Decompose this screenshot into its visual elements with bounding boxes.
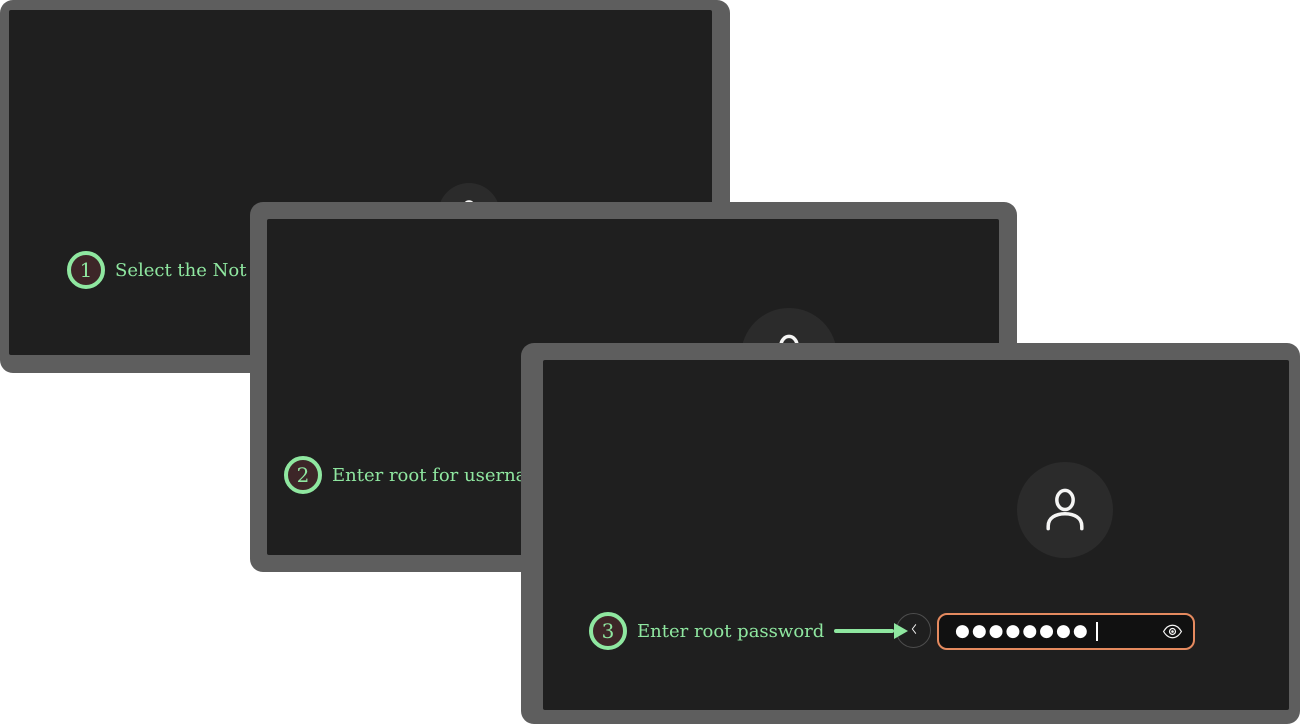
annotation-step-3: 3 Enter root password — [589, 612, 909, 650]
step-number: 1 — [79, 258, 93, 282]
reveal-password-icon[interactable] — [1162, 621, 1183, 642]
chevron-left-icon — [906, 621, 922, 641]
step-number-badge: 2 — [284, 456, 322, 494]
annotation-label: Enter root password — [637, 620, 825, 642]
login-screen-password: ●●●●●●●● 3 Enter root password — [543, 360, 1289, 710]
annotation-label: Enter root for username — [332, 464, 555, 486]
screenshot-frame-3: ●●●●●●●● 3 Enter root password — [521, 343, 1300, 724]
step-number: 3 — [601, 619, 615, 643]
arrow-right-icon — [834, 623, 909, 639]
step-number-badge: 1 — [67, 251, 105, 289]
step-number: 2 — [296, 463, 310, 487]
password-dots: ●●●●●●●● — [955, 621, 1090, 641]
person-icon — [1037, 482, 1093, 538]
text-caret — [1095, 622, 1098, 641]
password-input[interactable]: ●●●●●●●● — [937, 613, 1195, 650]
step-number-badge: 3 — [589, 612, 627, 650]
avatar — [1017, 462, 1113, 558]
